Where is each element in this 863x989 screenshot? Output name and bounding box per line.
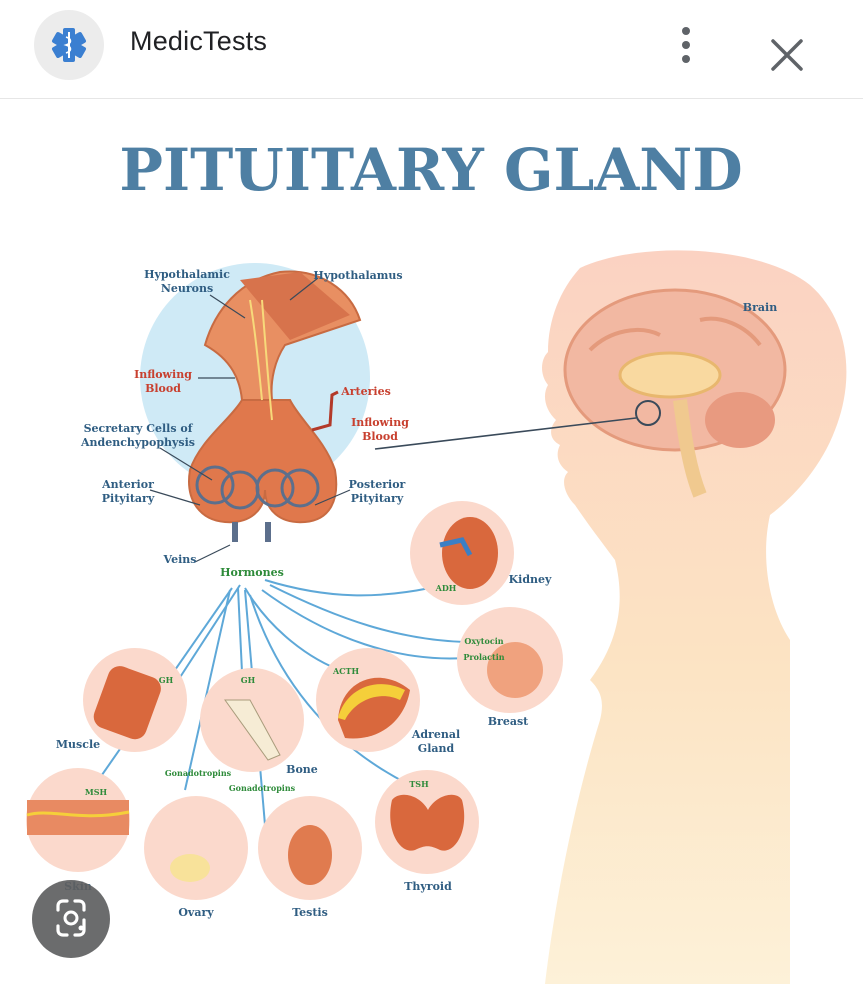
- label-adrenal-1: Adrenal: [411, 728, 460, 741]
- app-header: MedicTests: [0, 0, 863, 98]
- label-hypothalamic-neurons-2: Neurons: [161, 282, 213, 295]
- label-anterior-2: Pityitary: [102, 492, 155, 505]
- label-acth: ACTH: [332, 666, 360, 676]
- label-inflowing-blood-right-1: Inflowing: [351, 416, 409, 429]
- figure-title: PITUITARY GLAND: [119, 136, 742, 204]
- label-brain: Brain: [743, 301, 777, 314]
- infographic-svg: PITUITARY GLAND: [26, 136, 847, 984]
- annotation-lines: [149, 277, 351, 563]
- label-msh: MSH: [85, 787, 108, 797]
- brain-pointer-line: [374, 417, 637, 450]
- star-of-life-icon[interactable]: [34, 10, 104, 80]
- label-anterior-1: Anterior: [101, 478, 154, 491]
- label-thyroid: Thyroid: [404, 880, 452, 893]
- label-adh: ADH: [435, 583, 457, 593]
- label-inflowing-blood-left-1: Inflowing: [134, 368, 192, 381]
- label-posterior-2: Pityitary: [351, 492, 404, 505]
- label-inflowing-blood-left-2: Blood: [145, 382, 181, 395]
- more-vert-icon[interactable]: [668, 22, 704, 68]
- label-arteries: Arteries: [340, 385, 391, 398]
- label-gonadotropins-2: Gonadotropins: [229, 783, 296, 793]
- label-kidney: Kidney: [509, 573, 552, 586]
- label-ovary: Ovary: [178, 906, 214, 919]
- pituitary-gland-infographic: PITUITARY GLAND: [0, 99, 863, 984]
- label-breast: Breast: [488, 715, 529, 728]
- app-title: MedicTests: [130, 26, 268, 56]
- target-organs: [26, 501, 563, 900]
- google-lens-icon[interactable]: [32, 880, 110, 958]
- label-gh-muscle: GH: [159, 675, 174, 685]
- label-testis: Testis: [292, 906, 328, 919]
- label-prolactin: Prolactin: [463, 652, 504, 662]
- label-secretory-cells-2: Andenchypophysis: [80, 436, 195, 449]
- label-tsh: TSH: [409, 779, 429, 789]
- label-oxytocin: Oxytocin: [464, 636, 503, 646]
- label-muscle: Muscle: [56, 738, 100, 751]
- label-adrenal-2: Gland: [418, 742, 455, 755]
- label-hypothalamic-neurons-1: Hypothalamic: [144, 268, 230, 281]
- label-hormones: Hormones: [220, 566, 284, 579]
- label-inflowing-blood-right-2: Blood: [362, 430, 398, 443]
- label-veins: Veins: [163, 553, 197, 566]
- label-gh-bone: GH: [241, 675, 256, 685]
- label-posterior-1: Posterior: [349, 478, 406, 491]
- close-icon[interactable]: [765, 33, 809, 77]
- header-divider: [0, 98, 863, 99]
- label-secretory-cells-1: Secretary Cells of: [84, 422, 194, 435]
- label-bone: Bone: [286, 763, 318, 776]
- brain-illustration: [563, 288, 787, 498]
- label-gonadotropins-1: Gonadotropins: [165, 768, 232, 778]
- pituitary-detail: [140, 263, 370, 542]
- label-hypothalamus: Hypothalamus: [313, 269, 402, 282]
